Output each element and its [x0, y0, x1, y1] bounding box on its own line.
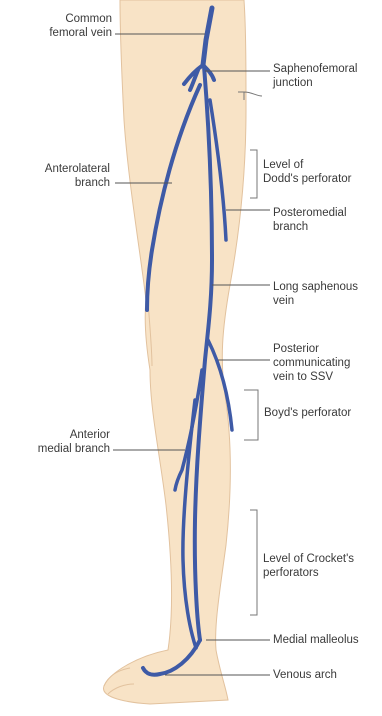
bracket-crockets — [250, 510, 257, 615]
label-level-of-dodds-perforator: Level of Dodd's perforator — [263, 158, 352, 186]
label-anterolateral-branch: Anterolateral branch — [14, 162, 110, 190]
label-posterior-communicating-vein: Posterior communicating vein to SSV — [273, 342, 350, 384]
leg-outline — [103, 0, 246, 704]
label-medial-malleolus: Medial malleolus — [273, 633, 359, 647]
label-posteromedial-branch: Posteromedial branch — [273, 206, 347, 234]
label-venous-arch: Venous arch — [273, 668, 337, 682]
bracket-boyds — [244, 390, 258, 440]
label-long-saphenous-vein: Long saphenous vein — [273, 280, 358, 308]
label-common-femoral-vein: Common femoral vein — [24, 12, 112, 40]
label-level-of-crockets-perforators: Level of Crocket's perforators — [263, 552, 354, 580]
bracket-dodds — [250, 150, 257, 198]
label-boyds-perforator: Boyd's perforator — [264, 406, 351, 420]
label-anterior-medial-branch: Anterior medial branch — [18, 428, 110, 456]
label-saphenofemoral-junction: Saphenofemoral junction — [273, 62, 357, 90]
